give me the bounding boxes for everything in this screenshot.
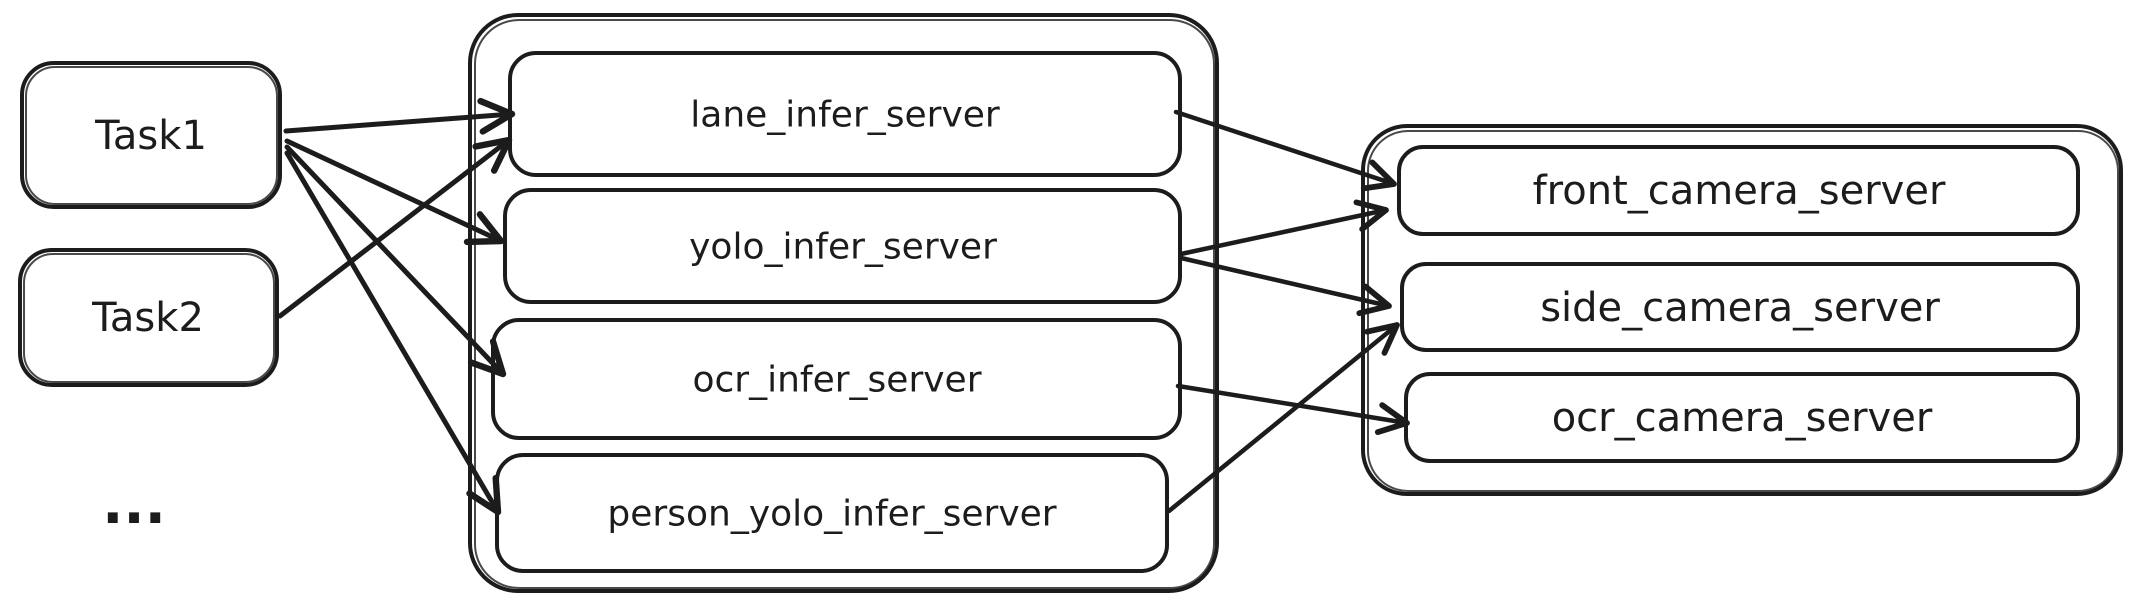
node-ocr-camera-server: ocr_camera_server bbox=[1404, 372, 2080, 463]
arrow-person-yolo-to-side-camera-server bbox=[1166, 322, 1400, 514]
node-yolo-infer-server: yolo_infer_server bbox=[503, 188, 1182, 304]
yolo-infer-server-label: yolo_infer_server bbox=[689, 227, 997, 268]
arrow-task1-to-lane-infer-server bbox=[283, 97, 516, 135]
node-front-camera-server: front_camera_server bbox=[1397, 145, 2080, 236]
node-task2: Task2 bbox=[18, 248, 279, 387]
arrow-task1-to-yolo-infer-server bbox=[284, 138, 505, 246]
arrow-lane-to-front-camera-server bbox=[1173, 109, 1397, 192]
node-lane-infer-server: lane_infer_server bbox=[508, 51, 1182, 177]
arrow-task1-to-person-yolo-infer-server bbox=[284, 150, 502, 516]
node-task1: Task1 bbox=[20, 61, 282, 209]
side-camera-server-label: side_camera_server bbox=[1540, 285, 1940, 331]
person-yolo-infer-server-label: person_yolo_infer_server bbox=[607, 494, 1056, 535]
ocr-infer-server-label: ocr_infer_server bbox=[692, 360, 981, 401]
node-ocr-infer-server: ocr_infer_server bbox=[491, 318, 1182, 440]
arrow-ocr-to-ocr-camera-server bbox=[1175, 383, 1410, 436]
ocr-camera-server-label: ocr_camera_server bbox=[1552, 395, 1933, 441]
task1-label: Task1 bbox=[94, 113, 207, 159]
lane-infer-server-label: lane_infer_server bbox=[690, 95, 1000, 136]
arrow-yolo-to-front-camera-server bbox=[1178, 199, 1389, 257]
node-person-yolo-infer-server: person_yolo_infer_server bbox=[495, 453, 1169, 573]
arrow-task1-to-ocr-infer-server bbox=[284, 144, 507, 378]
node-side-camera-server: side_camera_server bbox=[1400, 262, 2080, 352]
arrow-task2-to-lane-infer-server bbox=[277, 136, 513, 319]
arrow-yolo-to-side-camera-server bbox=[1178, 255, 1392, 317]
task2-label: Task2 bbox=[91, 295, 204, 341]
more-tasks-ellipsis: ... bbox=[102, 472, 166, 537]
front-camera-server-label: front_camera_server bbox=[1533, 168, 1946, 214]
